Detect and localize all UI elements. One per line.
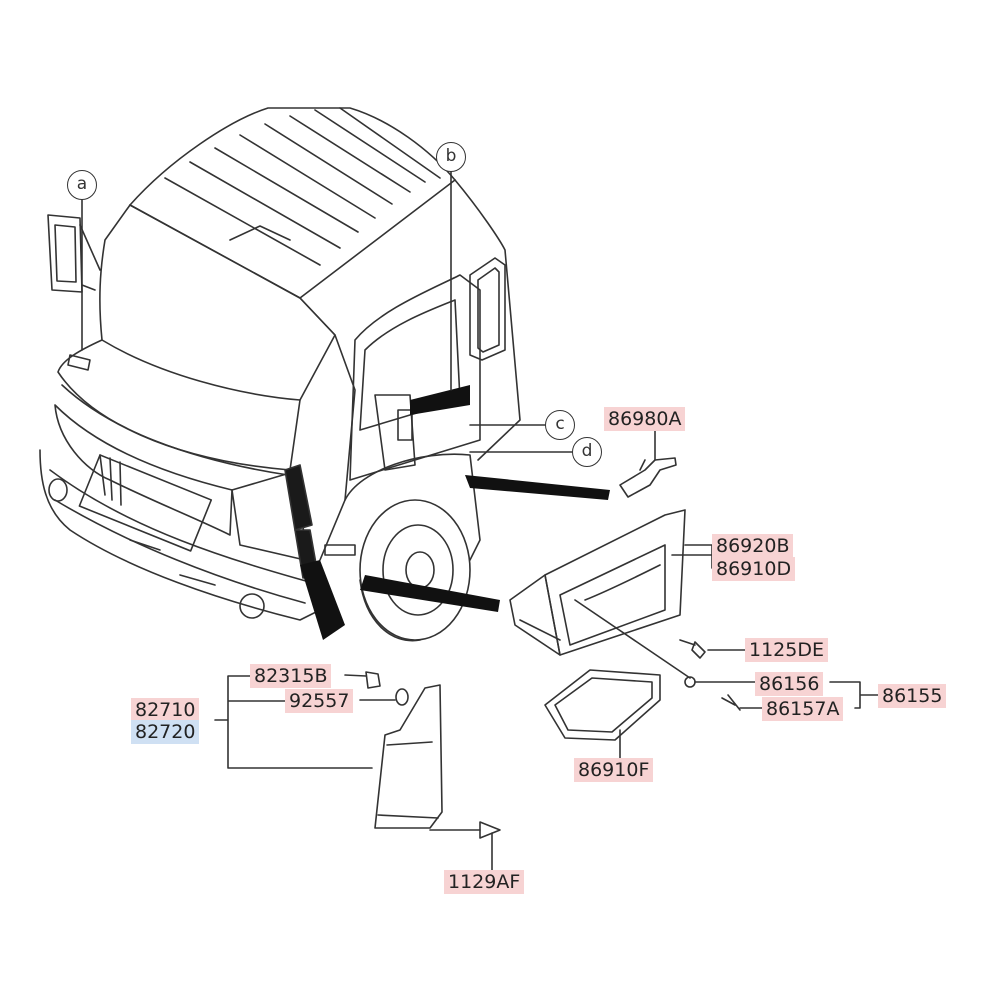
part-label-82720[interactable]: 82720 bbox=[131, 720, 200, 744]
bracket-86980A bbox=[619, 429, 677, 498]
clip-86157A bbox=[721, 694, 763, 711]
clip-86156 bbox=[574, 599, 756, 688]
part-label-86910D[interactable]: 86910D bbox=[712, 557, 796, 581]
screw-1125DE bbox=[679, 639, 746, 659]
truck-cab-illustration bbox=[39, 107, 610, 642]
part-label-82315B[interactable]: 82315B bbox=[250, 664, 332, 688]
mud-flap-pad-86910F bbox=[544, 669, 661, 766]
callout-a[interactable]: a bbox=[67, 170, 97, 200]
part-label-92557[interactable]: 92557 bbox=[285, 689, 354, 713]
part-label-82710[interactable]: 82710 bbox=[131, 698, 200, 722]
part-label-86157A[interactable]: 86157A bbox=[762, 697, 844, 721]
part-label-86155[interactable]: 86155 bbox=[878, 684, 947, 708]
part-label-86156[interactable]: 86156 bbox=[755, 672, 824, 696]
callout-b[interactable]: b bbox=[436, 142, 466, 172]
callout-d[interactable]: d bbox=[572, 437, 602, 467]
part-label-86980A[interactable]: 86980A bbox=[604, 407, 686, 431]
mud-flap-82710 bbox=[374, 684, 501, 871]
part-label-86920B[interactable]: 86920B bbox=[712, 534, 794, 558]
washer-92557 bbox=[359, 688, 409, 706]
callout-c[interactable]: c bbox=[545, 410, 575, 440]
part-label-1125DE[interactable]: 1125DE bbox=[745, 638, 828, 662]
part-label-1129AF[interactable]: 1129AF bbox=[444, 870, 525, 894]
bracket-82710 bbox=[214, 675, 373, 769]
part-label-86910F[interactable]: 86910F bbox=[574, 758, 654, 782]
bracket-86155 bbox=[829, 681, 879, 709]
nut-82315B bbox=[344, 671, 381, 689]
mud-guard-86910D bbox=[509, 509, 713, 656]
